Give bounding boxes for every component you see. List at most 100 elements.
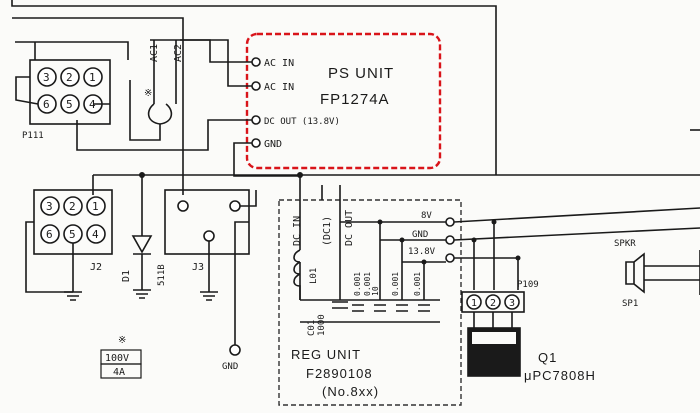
reg-out-label: 13.8V <box>408 247 436 257</box>
j2-pin-6 <box>40 224 60 244</box>
ps-unit-highlight <box>245 32 442 170</box>
reg-c01-value: 1000 <box>317 314 327 336</box>
junction <box>297 172 303 178</box>
ps-pin-label-4: GND <box>264 139 282 150</box>
j2-left-wire <box>25 221 73 293</box>
ps-unit-title: PS UNIT <box>328 65 394 82</box>
fuse-rating-a-box <box>100 363 142 379</box>
ground-symbol <box>64 291 82 301</box>
j2-pin-label: 3 <box>46 200 53 213</box>
p109-pin-label: 3 <box>509 298 515 309</box>
capacitor <box>374 304 386 312</box>
p111-pin-label: 5 <box>66 98 73 111</box>
gnd-terminal <box>229 344 241 356</box>
reg-dc-out-wire <box>321 185 341 300</box>
ps-pin-label-3: DC OUT (13.8V) <box>264 117 340 127</box>
q1-tab <box>472 332 516 344</box>
ground-symbol <box>200 291 218 301</box>
j2-pin-1 <box>86 196 106 216</box>
wire-ac1-loop <box>15 41 129 60</box>
j2-pin-label: 6 <box>46 228 53 241</box>
j2-name: J2 <box>90 262 102 273</box>
wire-ac1 <box>150 39 252 63</box>
reg-l01-label: L01 <box>309 268 319 284</box>
junction <box>421 259 427 265</box>
d1-symbol <box>131 235 153 255</box>
fuse-to-p111 <box>129 80 161 141</box>
fuse-rating-a: 4A <box>113 367 125 378</box>
fuse-mark: ※ <box>144 88 152 99</box>
capacitor <box>396 304 408 312</box>
p111-name: P111 <box>22 131 44 141</box>
j2-pin-2 <box>63 196 83 216</box>
capacitor-c01 <box>332 301 348 309</box>
p109-name: P109 <box>517 280 539 290</box>
p111-pin-label: 2 <box>66 71 73 84</box>
p111-pin-label: 4 <box>89 98 96 111</box>
reg-out-gnd <box>445 235 455 245</box>
j2-pin-3 <box>40 196 60 216</box>
j3-name: J3 <box>192 262 204 273</box>
p109-pin-2 <box>485 294 501 310</box>
p109-pin-3 <box>504 294 520 310</box>
reg-c01-label: C01 <box>307 320 317 336</box>
ps-pin-ac-in-2 <box>251 81 261 91</box>
reg-cap-value: 0.001 <box>413 272 422 296</box>
wire-13v8 <box>454 257 519 290</box>
p109-pin-label: 1 <box>471 298 477 309</box>
ps-pin-ac-in-1 <box>251 57 261 67</box>
wire-8v <box>453 207 700 223</box>
ps-pin-label-1: AC IN <box>264 58 294 69</box>
j3-pin <box>177 200 189 212</box>
top-wire <box>11 0 497 175</box>
reg-unit-title: REG UNIT <box>291 347 361 362</box>
p109-pin-label: 2 <box>490 298 496 309</box>
p111-pin-1 <box>83 67 103 87</box>
reg-input-label: DC IN <box>292 216 303 246</box>
reg-capacitors <box>300 301 440 323</box>
ac2-label: AC2 <box>173 44 184 62</box>
capacitor <box>418 304 430 312</box>
reg-cap-value: 10 <box>371 286 380 296</box>
reg-unit-model: F2890108 <box>306 366 373 381</box>
spkr-label: SPKR <box>614 239 636 249</box>
fuse-rating-v: 100V <box>105 353 129 364</box>
junction <box>491 219 497 225</box>
reg-cap-value: 0.001 <box>363 272 372 296</box>
junction <box>471 237 477 243</box>
p111-pins: 3 2 1 6 5 4 <box>37 67 103 114</box>
junction <box>377 219 383 225</box>
j2-pin-label: 2 <box>69 200 76 213</box>
reg-l01-coil <box>293 249 301 300</box>
reg-input-label: (DC1) <box>322 216 333 246</box>
reg-unit-box <box>278 199 462 406</box>
p111-pin-3 <box>37 67 57 87</box>
p111-pin-2 <box>60 67 80 87</box>
reg-out-13v8 <box>445 253 455 263</box>
fuse-symbol <box>147 103 173 125</box>
p111-pin-label: 6 <box>43 98 50 111</box>
p109-pin-1 <box>466 294 482 310</box>
j2-pin-label: 5 <box>69 228 76 241</box>
reg-unit-variant: (No.8xx) <box>322 384 379 399</box>
wire-ac2 <box>180 39 252 87</box>
q1-part: μPC7808H <box>524 368 596 383</box>
ps-unit-model: FP1274A <box>320 91 390 108</box>
sp1-label: SP1 <box>622 299 638 309</box>
ps-pin-dc-out <box>251 115 261 125</box>
reg-cap-value: 0.001 <box>353 272 362 296</box>
j3-pin <box>229 200 241 212</box>
reg-out-8v <box>445 217 455 227</box>
reg-out-label: 8V <box>421 211 432 221</box>
junction <box>515 255 521 261</box>
wire-gnd <box>233 142 301 200</box>
p111-body <box>29 59 111 125</box>
wire-gnd-out <box>453 227 700 241</box>
p111-side-wires <box>15 76 110 105</box>
ground-symbol <box>133 289 151 299</box>
q1-ref: Q1 <box>538 350 557 365</box>
reg-cap-value: 0.001 <box>391 272 400 296</box>
j3-pin <box>203 230 215 242</box>
j2-pin-4 <box>86 224 106 244</box>
